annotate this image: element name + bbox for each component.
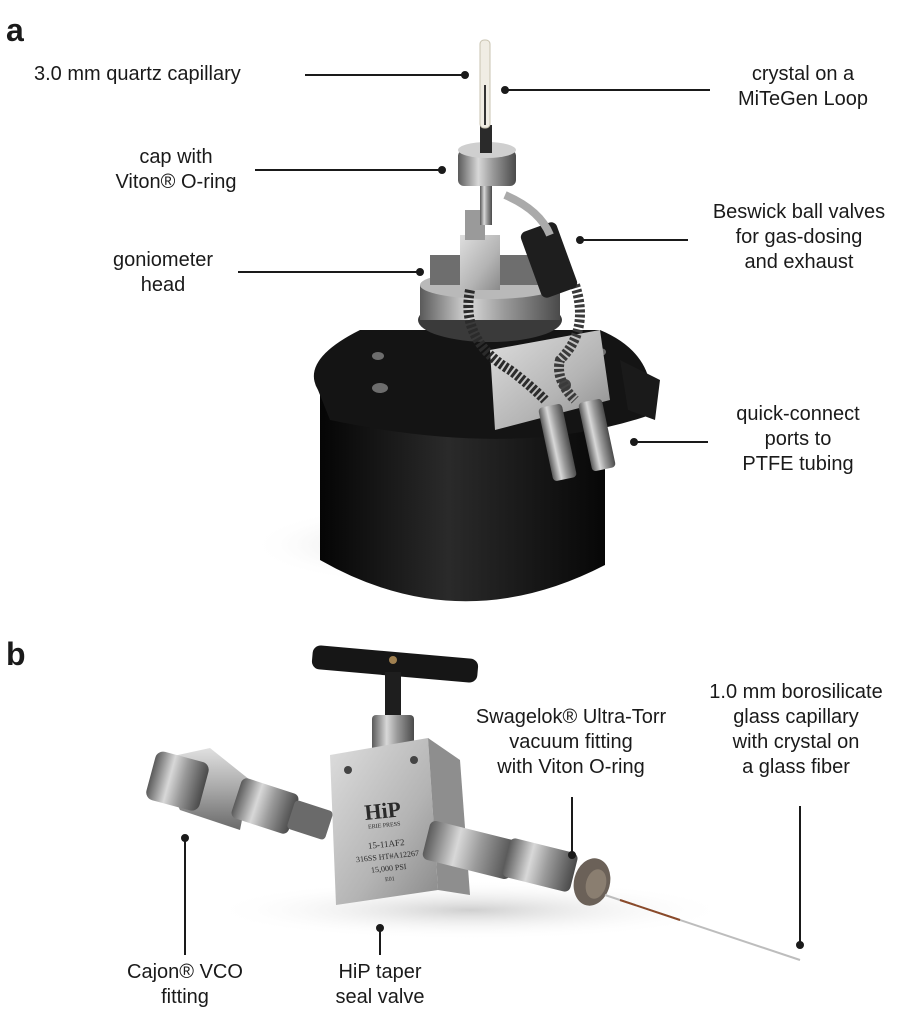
panel-b-letter: b <box>6 636 26 672</box>
label-goniometer-head: goniometer head <box>112 249 214 296</box>
label-swagelok-fitting: Swagelok® Ultra-Torr vacuum fitting with… <box>475 706 667 778</box>
label-quartz-capillary: 3.0 mm quartz capillary <box>34 63 241 85</box>
label-cap-oring: cap with Viton® O-ring <box>115 146 237 193</box>
label-hip-valve: HiP taper seal valve <box>335 961 425 1008</box>
valve-engraving: HiP ERIE PRESS 15-11AF2 316SS HT#A12267 … <box>336 795 436 889</box>
label-cajon-fitting: Cajon® VCO fitting <box>127 961 243 1008</box>
panel-b-leader-lines <box>181 797 804 955</box>
panel-a-leader-lines <box>238 71 710 446</box>
label-ball-valves: Beswick ball valves for gas-dosing and e… <box>712 201 886 273</box>
label-quick-connect: quick-connect ports to PTFE tubing <box>736 403 860 475</box>
label-borosilicate-capillary: 1.0 mm borosilicate glass capillary with… <box>709 681 883 778</box>
label-crystal-loop: crystal on a MiTeGen Loop <box>737 63 869 110</box>
valve-assembly-photo <box>146 645 801 961</box>
gas-cell-photo <box>250 39 660 602</box>
panel-a-letter: a <box>6 12 24 48</box>
